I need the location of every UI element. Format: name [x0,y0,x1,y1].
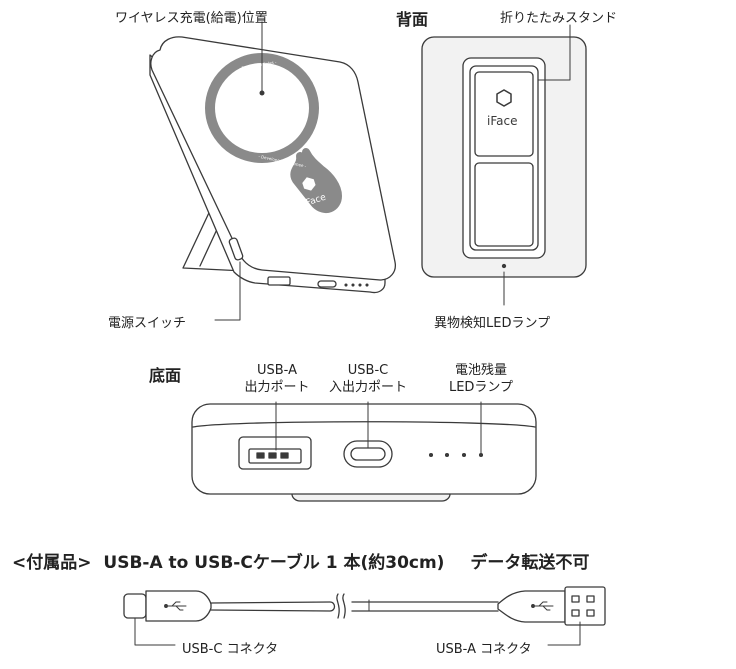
folding-stand-label: 折りたたみスタンド [500,11,618,26]
battery-label-line1: 電池残量 [454,363,507,378]
ring-top-text: - By Hamee Sales - [238,59,277,71]
usb-a-port-label: USB-A 出力ポート [238,362,316,396]
back-brand-text: iFace [487,114,517,128]
accessory-cable: USB-A to USB-Cケーブル 1 本(約30cm) [103,553,445,573]
usb-c-label-line2: 入出力ポート [328,380,407,395]
usb-a-connector-label: USB-A コネクタ [436,642,532,657]
cable-illustration [123,586,606,646]
bottom-device-illustration [191,401,537,502]
usb-c-label-line1: USB-C [347,363,389,378]
front-device-illustration [149,21,396,321]
back-device-illustration [421,24,587,306]
battery-led-label: 電池残量 LEDランプ [440,362,522,396]
bottom-view-title: 底面 [149,366,182,385]
wireless-position-label: ワイヤレス充電(給電)位置 [115,11,268,26]
accessory-line: <付属品> USB-A to USB-Cケーブル 1 本(約30cm) データ転… [12,548,595,573]
usb-c-connector-label: USB-C コネクタ [182,642,279,657]
usb-c-port-label: USB-C 入出力ポート [322,362,414,396]
back-view-title: 背面 [396,10,429,29]
foreign-object-led-label: 異物検知LEDランプ [434,316,551,331]
usb-a-label-line2: 出力ポート [244,380,310,395]
usb-a-label-line1: USB-A [257,363,297,378]
accessory-prefix: <付属品> [12,553,92,573]
power-switch-label: 電源スイッチ [108,316,187,331]
iface-logo-back: iFace [487,89,517,128]
battery-label-line2: LEDランプ [448,380,514,395]
accessory-note: データ転送不可 [470,553,590,573]
